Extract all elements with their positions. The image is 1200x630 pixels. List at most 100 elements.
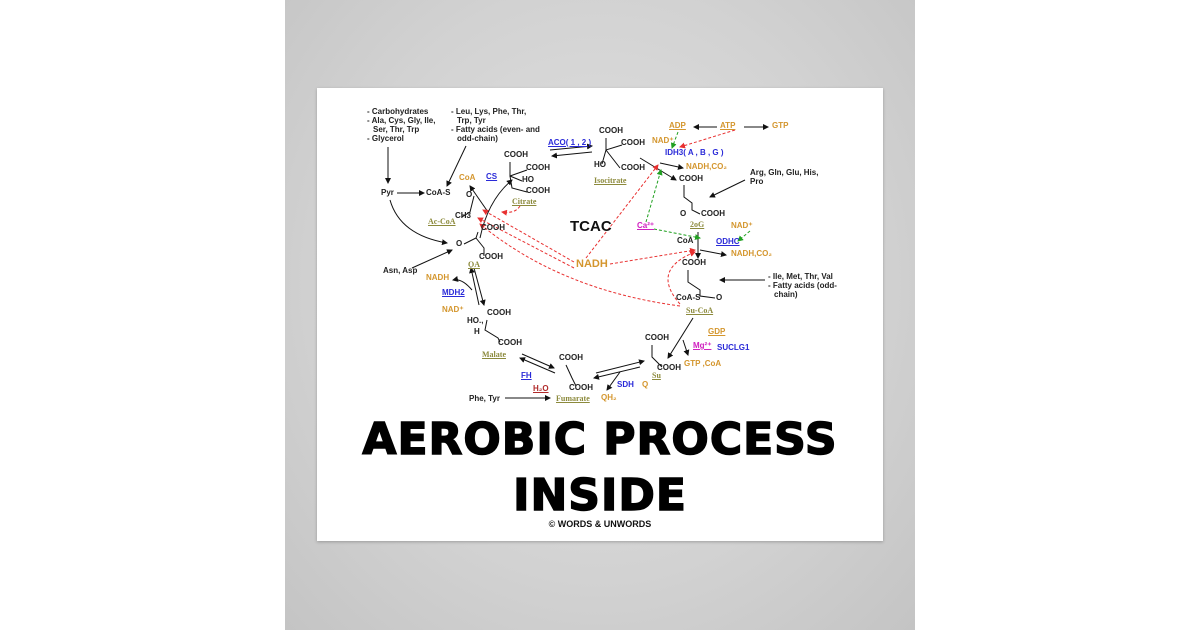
coa-s-group: CoA-S	[426, 188, 451, 197]
enzyme-mdh2: MDH2	[442, 288, 465, 297]
gtp-label: GTP	[772, 121, 789, 130]
poster-title-line2: INSIDE	[512, 469, 687, 522]
nadh-regulator-label: NADH	[576, 258, 608, 270]
2og-cooh: COOH	[679, 174, 703, 183]
arrow-aco-forward	[549, 143, 593, 151]
odhc-nadh-co2-label: NADH,CO₂	[731, 249, 772, 258]
magnesium-label: Mg²⁺	[693, 341, 712, 350]
odhc-nad-label: NAD⁺	[731, 221, 753, 230]
oa-oxygen: O	[456, 239, 463, 248]
oa-cooh: COOH	[479, 252, 503, 261]
2og-label: 2oG	[690, 220, 705, 229]
sucoa-coa-s: CoA-S	[676, 293, 701, 302]
acoa-sources: - Leu, Lys, Phe, Thr, Trp, Tyr - Fatty a…	[451, 107, 540, 143]
arrow-fh-forward	[521, 353, 555, 369]
ubiquinol-label: QH₂	[601, 393, 617, 402]
poster	[317, 88, 883, 541]
sucoa-cooh: COOH	[682, 258, 706, 267]
water-label: H₂O	[533, 384, 549, 393]
fumarate-cooh: COOH	[569, 383, 593, 392]
mdh2-nad-label: NAD⁺	[442, 305, 464, 314]
oa-sources: Asn, Asp	[383, 266, 418, 275]
calcium-label: Ca²⁺	[637, 221, 655, 230]
2og-sources: Arg, Gln, Glu, His, Pro	[750, 168, 818, 186]
arrow-sdh-forward	[595, 359, 645, 374]
adp-label: ADP	[669, 121, 686, 130]
inhibition-sucoa-odhc	[667, 251, 696, 305]
copyright-text: © WORDS & UNWORDS	[548, 519, 652, 529]
enzyme-cs: CS	[486, 172, 498, 181]
isocitrate-label: Isocitrate	[594, 176, 627, 185]
source-line: - Fatty acids (odd-	[768, 281, 837, 290]
source-line: Ser, Thr, Trp	[373, 125, 420, 134]
oa-cooh: COOH	[481, 223, 505, 232]
activation-ca-idh3	[645, 169, 663, 223]
source-line: - Glycerol	[367, 134, 404, 143]
malate-h: H	[474, 327, 480, 336]
mdh2-nadh-label: NADH	[426, 273, 450, 282]
gdp-label: GDP	[708, 327, 726, 336]
enzyme-idh3: IDH3( A , B , G )	[665, 148, 724, 157]
arrow-aco-back	[551, 151, 593, 159]
inhibition-nadh-cs	[482, 209, 575, 263]
succinate-cooh: COOH	[657, 363, 681, 372]
methyl-group: CH3	[455, 211, 472, 220]
activation-adp-idh3	[670, 131, 679, 149]
acetyl-coa-label: Ac-CoA	[428, 217, 456, 226]
pyr-sources: - Carbohydrates - Ala, Cys, Gly, Ile, Se…	[367, 107, 435, 143]
enzyme-suclg1: SUCLG1	[717, 343, 750, 352]
odhc-coa-label: CoA	[677, 236, 694, 245]
oxaloacetate-label: OA	[468, 260, 480, 269]
gtp-coa-label: GTP ,CoA	[684, 359, 722, 368]
cs-coa-label: CoA	[459, 173, 476, 182]
enzyme-fh: FH	[521, 371, 532, 380]
fumarate-cooh: COOH	[559, 353, 583, 362]
arrow-fh-back	[519, 357, 556, 374]
sucoa-oxygen: O	[716, 293, 723, 302]
arrow-pyr-oa	[389, 199, 448, 246]
arrow-cs-citrate	[479, 179, 513, 239]
source-line: Trp, Tyr	[457, 116, 486, 125]
arrow-suclg1-gtp	[682, 339, 690, 356]
activation-ca-odhc	[653, 228, 701, 240]
succinate-cooh: COOH	[645, 333, 669, 342]
source-line: chain)	[774, 290, 798, 299]
arrow-leu-acoa	[446, 145, 467, 187]
poster-title-line1: AEROBIC PROCESS	[362, 413, 838, 466]
arrow-odhc-nadh	[699, 249, 727, 258]
source-line: odd-chain)	[457, 134, 498, 143]
tca-cycle-label: TCAC	[570, 218, 612, 235]
molecule-bonds	[461, 138, 716, 387]
malate-cooh: COOH	[498, 338, 522, 347]
source-line: - Leu, Lys, Phe, Thr,	[451, 107, 527, 116]
idh3-nad-label: NAD⁺	[652, 136, 674, 145]
source-line: Arg, Gln, Glu, His,	[750, 168, 819, 177]
source-line: Pro	[750, 177, 764, 186]
arrow-mdh2-forward	[473, 267, 486, 306]
arrow-sdh-back	[593, 366, 641, 380]
fumarate-label: Fumarate	[556, 394, 590, 403]
enzyme-aco: ACO( 1 , 2 )	[548, 138, 592, 147]
isocitrate-cooh: COOH	[599, 126, 623, 135]
inhibition-nadh-odhc	[609, 247, 696, 265]
sucoa-sources: - Ile, Met, Thr, Val - Fatty acids (odd-…	[768, 272, 837, 299]
arrow-mdh2-nadh	[452, 275, 473, 291]
inhibition-citrate-cs	[501, 205, 521, 216]
activation-nad-odhc	[737, 230, 751, 242]
citrate-cooh: COOH	[504, 150, 528, 159]
source-line: - Fatty acids (even- and	[451, 125, 540, 134]
malate-ho: HO.,	[467, 316, 484, 325]
source-line: - Ala, Cys, Gly, Ile,	[367, 116, 436, 125]
arrow-arg-2og	[709, 179, 746, 198]
succinyl-coa-label: Su-CoA	[686, 306, 714, 315]
arrow-mdh2-back	[469, 267, 480, 306]
arrow-asn-oa	[411, 249, 453, 269]
2og-oxygen: O	[680, 209, 687, 218]
enzyme-sdh: SDH	[617, 380, 634, 389]
oxygen-group: O	[466, 190, 473, 199]
arrow-idh3-nadh	[659, 162, 684, 170]
arrow-cs-coa	[469, 185, 489, 213]
succinate-label: Su	[652, 371, 661, 380]
malate-cooh: COOH	[487, 308, 511, 317]
